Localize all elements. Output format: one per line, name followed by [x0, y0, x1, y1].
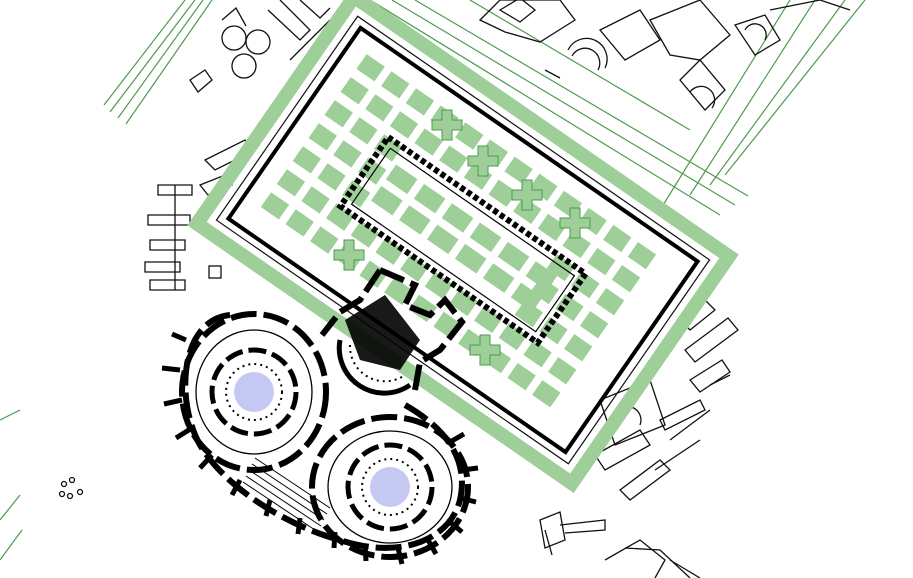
central-hall: [319, 267, 466, 396]
garden-plot: [375, 237, 404, 265]
garden-plot-grid: [260, 54, 657, 408]
garden-plot: [587, 247, 616, 276]
buttress: [461, 465, 479, 473]
garden-plot: [356, 54, 385, 82]
buttress: [425, 538, 439, 556]
garden-plot: [324, 100, 353, 128]
courtyard-plot: [413, 183, 446, 214]
garden-plot: [340, 77, 369, 105]
garden-plot: [333, 140, 362, 168]
garden-plot: [537, 213, 567, 242]
garden-plot: [326, 203, 355, 231]
west-pool: [234, 372, 274, 412]
garden-plot: [555, 293, 584, 322]
garden-plot: [449, 288, 478, 317]
courtyard-plot: [482, 263, 515, 293]
courtyard-plot: [510, 282, 543, 313]
buttress: [174, 425, 194, 441]
garden-plot: [548, 357, 577, 385]
garden-border-band: [187, 0, 739, 493]
buttress: [362, 544, 369, 562]
street-lines-northeast: [0, 0, 866, 561]
buttress: [448, 520, 464, 534]
garden-plot: [301, 186, 330, 214]
courtyard-plot: [398, 205, 431, 235]
stepped-ramp: [242, 457, 331, 533]
garden-plot: [529, 173, 558, 201]
garden-plot: [474, 305, 503, 334]
garden-plot: [260, 192, 290, 220]
courtyard-plot: [371, 185, 403, 216]
garden-plot: [514, 299, 543, 328]
garden-plot: [317, 163, 346, 191]
buttress: [295, 517, 303, 535]
garden-plot: [400, 254, 429, 282]
courtyard-plot: [525, 261, 558, 291]
buttress: [395, 547, 405, 565]
garden-plot: [571, 270, 600, 299]
buttress: [263, 499, 273, 517]
garden-plot: [357, 157, 387, 185]
garden-plot: [310, 226, 339, 254]
thermae-perimeter-wall: [161, 312, 479, 565]
garden-plot: [507, 363, 536, 391]
buttress: [163, 397, 183, 407]
garden-plot: [276, 169, 306, 197]
buttress: [331, 531, 338, 549]
garden-plot: [349, 117, 378, 145]
garden-plot: [603, 224, 632, 253]
garden-plot: [285, 209, 314, 237]
courtyard-plot: [441, 203, 474, 233]
courtyard-plot: [385, 164, 418, 195]
garden-plot: [488, 179, 517, 207]
garden-plot: [308, 123, 337, 151]
garden-plot: [578, 207, 607, 236]
garden-plot: [414, 128, 443, 156]
garden-plot: [498, 322, 528, 351]
garden-plot: [365, 94, 394, 122]
garden-fountains: [333, 109, 591, 366]
surrounding-buildings: [58, 0, 851, 578]
garden-plot: [405, 88, 435, 116]
garden-plot: [424, 271, 454, 300]
garden-plot: [563, 334, 593, 362]
buttress: [448, 431, 466, 445]
garden-plot: [350, 220, 380, 248]
courtyard-plot: [426, 224, 459, 255]
garden-plot: [523, 339, 552, 368]
courtyard-plot: [497, 241, 530, 272]
buttress: [229, 478, 243, 497]
garden-plot: [595, 288, 625, 316]
buttress: [459, 495, 477, 505]
garden-plot: [381, 71, 410, 99]
garden-plot: [539, 316, 568, 345]
garden-plot: [504, 156, 533, 184]
garden-plot: [532, 380, 561, 408]
buttress: [171, 331, 187, 343]
courtyard-plot: [469, 222, 502, 253]
garden-plot: [627, 241, 657, 270]
garden-plot: [373, 134, 403, 162]
buttress: [198, 453, 214, 470]
east-rotunda: [309, 414, 471, 560]
garden-plot: [579, 311, 609, 339]
east-pool: [370, 467, 410, 507]
garden-plot: [342, 180, 371, 208]
garden-plot: [439, 145, 468, 173]
garden-plot: [611, 264, 641, 293]
garden-plot: [292, 146, 322, 174]
west-rotunda: [179, 311, 329, 473]
courtyard-plot: [454, 243, 487, 274]
garden-complex: [187, 0, 739, 493]
garden-plot: [389, 111, 419, 139]
buttress: [161, 365, 181, 373]
